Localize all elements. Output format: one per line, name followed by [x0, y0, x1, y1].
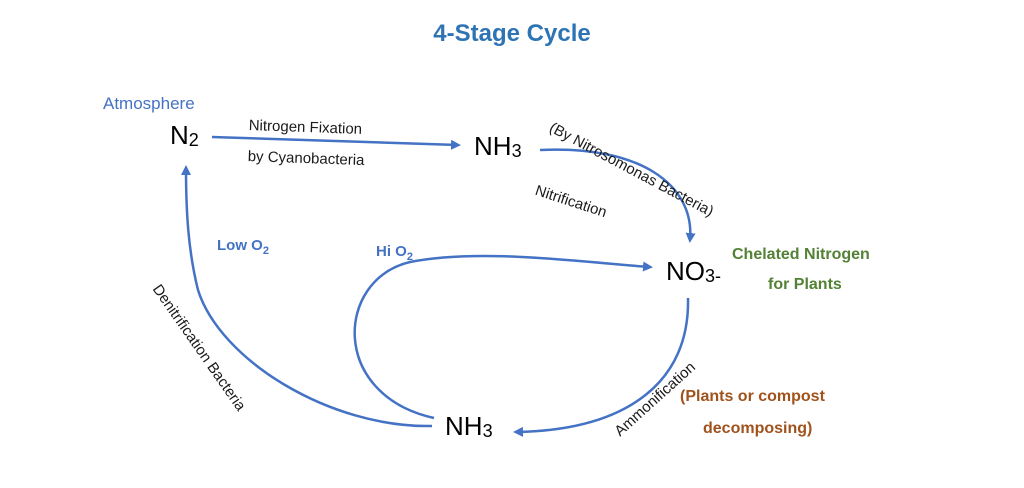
chelated-label-line2: for Plants — [768, 276, 842, 293]
fixation-label-line1: Nitrogen Fixation — [248, 117, 363, 138]
denitrification-arrow — [181, 165, 433, 428]
ammonification-arrow — [513, 297, 690, 437]
plants-label-line2: decomposing) — [703, 420, 813, 437]
fixation-label-line2: by Cyanobacteria — [247, 148, 365, 170]
n2-node: N2 — [170, 120, 199, 150]
fixation-arrow — [211, 135, 461, 150]
nh3-bottom-node: NH3 — [445, 411, 493, 441]
hi-o2-loop-arrow — [353, 254, 653, 420]
nh3-top-node: NH3 — [474, 131, 522, 161]
chelated-label-line1: Chelated Nitrogen — [732, 246, 870, 263]
atmosphere-label: Atmosphere — [103, 94, 195, 113]
nitrification-arrow — [539, 148, 696, 243]
low-o2-label: Low O2 — [217, 237, 269, 257]
plants-label-line1: (Plants or compost — [680, 388, 825, 405]
no3-node: NO3- — [666, 256, 722, 286]
page-title: 4-Stage Cycle — [433, 20, 591, 47]
hi-o2-label: Hi O2 — [376, 243, 413, 263]
